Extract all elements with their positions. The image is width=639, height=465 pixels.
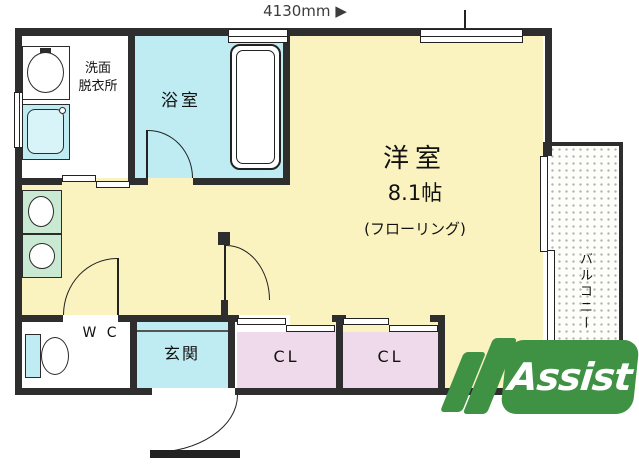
entrance-floor: [137, 322, 228, 388]
wall-right-upper: [545, 28, 552, 146]
closet-2-sliding-door-panel-2: [389, 325, 438, 332]
balcony-sliding-panel-1: [540, 156, 548, 252]
wall-bath-door-stub: [135, 178, 148, 185]
wall-entrance-right: [228, 322, 235, 388]
washroom-label-line1: 洗面: [84, 61, 111, 76]
balcony-rail-top: [545, 142, 623, 146]
vanity-sink-icon: [27, 52, 64, 93]
kitchen-stove-unit: [22, 234, 62, 278]
balcony-rail-right: [619, 142, 623, 390]
dimension-tick: [464, 10, 466, 28]
window-left-washroom-icon: [14, 92, 23, 148]
wall-closet-divider: [336, 322, 343, 392]
window-top-bath-icon: [228, 29, 288, 43]
closet-2-sliding-door-panel-1: [343, 318, 389, 325]
entrance-door-swing-icon: [152, 395, 238, 453]
toilet-bowl-icon: [41, 337, 69, 375]
bathroom-door-leaf: [146, 130, 148, 178]
entrance-label: 玄関: [163, 344, 200, 363]
faucet-icon: [40, 48, 51, 53]
assist-logo-text: Assist: [500, 340, 639, 414]
wall-bottom-right: [235, 388, 552, 395]
kitchen-sink-icon: [28, 196, 54, 227]
washroom-sliding-door-panel-1: [62, 175, 96, 182]
closet-2-floor: [343, 332, 438, 388]
wall-closet-stub-left: [228, 315, 239, 322]
bathroom-label: 浴室: [161, 91, 201, 111]
toilet-tank: [25, 334, 41, 378]
dimension-value: 4130mm: [263, 2, 331, 20]
wall-door-stub: [221, 300, 228, 315]
wall-closet-stub-right: [430, 315, 445, 322]
entrance-step-line: [137, 330, 228, 332]
dimension-arrow-icon: ▶: [335, 2, 347, 20]
wall-door-frame-block: [218, 232, 230, 245]
wall-closet-right: [438, 322, 445, 392]
washroom-label-line2: 脱衣所: [78, 78, 118, 94]
wall-bottom-left: [15, 388, 152, 395]
main-room-door-leaf: [224, 245, 226, 300]
closet-1-sliding-door-panel-1: [237, 318, 286, 325]
main-room-name: 洋室: [382, 144, 447, 174]
washroom-sliding-door-panel-2: [96, 181, 130, 188]
wall-left: [15, 28, 22, 395]
wc-label: W C: [82, 325, 120, 341]
wall-closet-divider-top: [332, 315, 346, 322]
balcony-label: バルコニー: [577, 252, 592, 332]
main-room-size: 8.1帖: [387, 181, 443, 205]
closet-2-label: CL: [377, 347, 404, 366]
window-top-main-icon: [420, 29, 523, 43]
vanity-counter: [22, 46, 70, 100]
wall-wc-top-left: [15, 315, 63, 322]
assist-logo: Assist: [439, 330, 639, 420]
stove-burner-icon: [29, 243, 55, 269]
entrance-door-leaf: [150, 450, 240, 458]
wall-under-bathroom: [193, 178, 290, 185]
wall-balcony-stub-top: [543, 142, 552, 156]
closet-1-floor: [237, 332, 336, 388]
closet-1-label: CL: [273, 347, 300, 366]
washing-machine-drum: [27, 109, 64, 154]
wall-bathroom-mainroom: [283, 36, 290, 185]
wall-under-washroom: [15, 178, 62, 185]
kitchen-sink-unit: [22, 190, 62, 234]
wall-wc-entrance: [130, 322, 137, 388]
dimension-label: 4130mm ▶: [225, 2, 385, 20]
main-room-floor-type: (フローリング): [364, 220, 466, 238]
wall-washroom-bathroom: [128, 36, 135, 185]
washing-machine-dial: [59, 107, 66, 114]
washroom-label: 洗面 脱衣所: [70, 60, 126, 95]
washing-machine-icon: [22, 104, 70, 160]
wc-door-leaf: [117, 258, 119, 315]
wall-wc-top-right: [118, 315, 137, 322]
wall-entrance-top: [130, 315, 235, 322]
closet-1-sliding-door-panel-2: [286, 325, 335, 332]
bathtub-icon: [230, 44, 281, 170]
